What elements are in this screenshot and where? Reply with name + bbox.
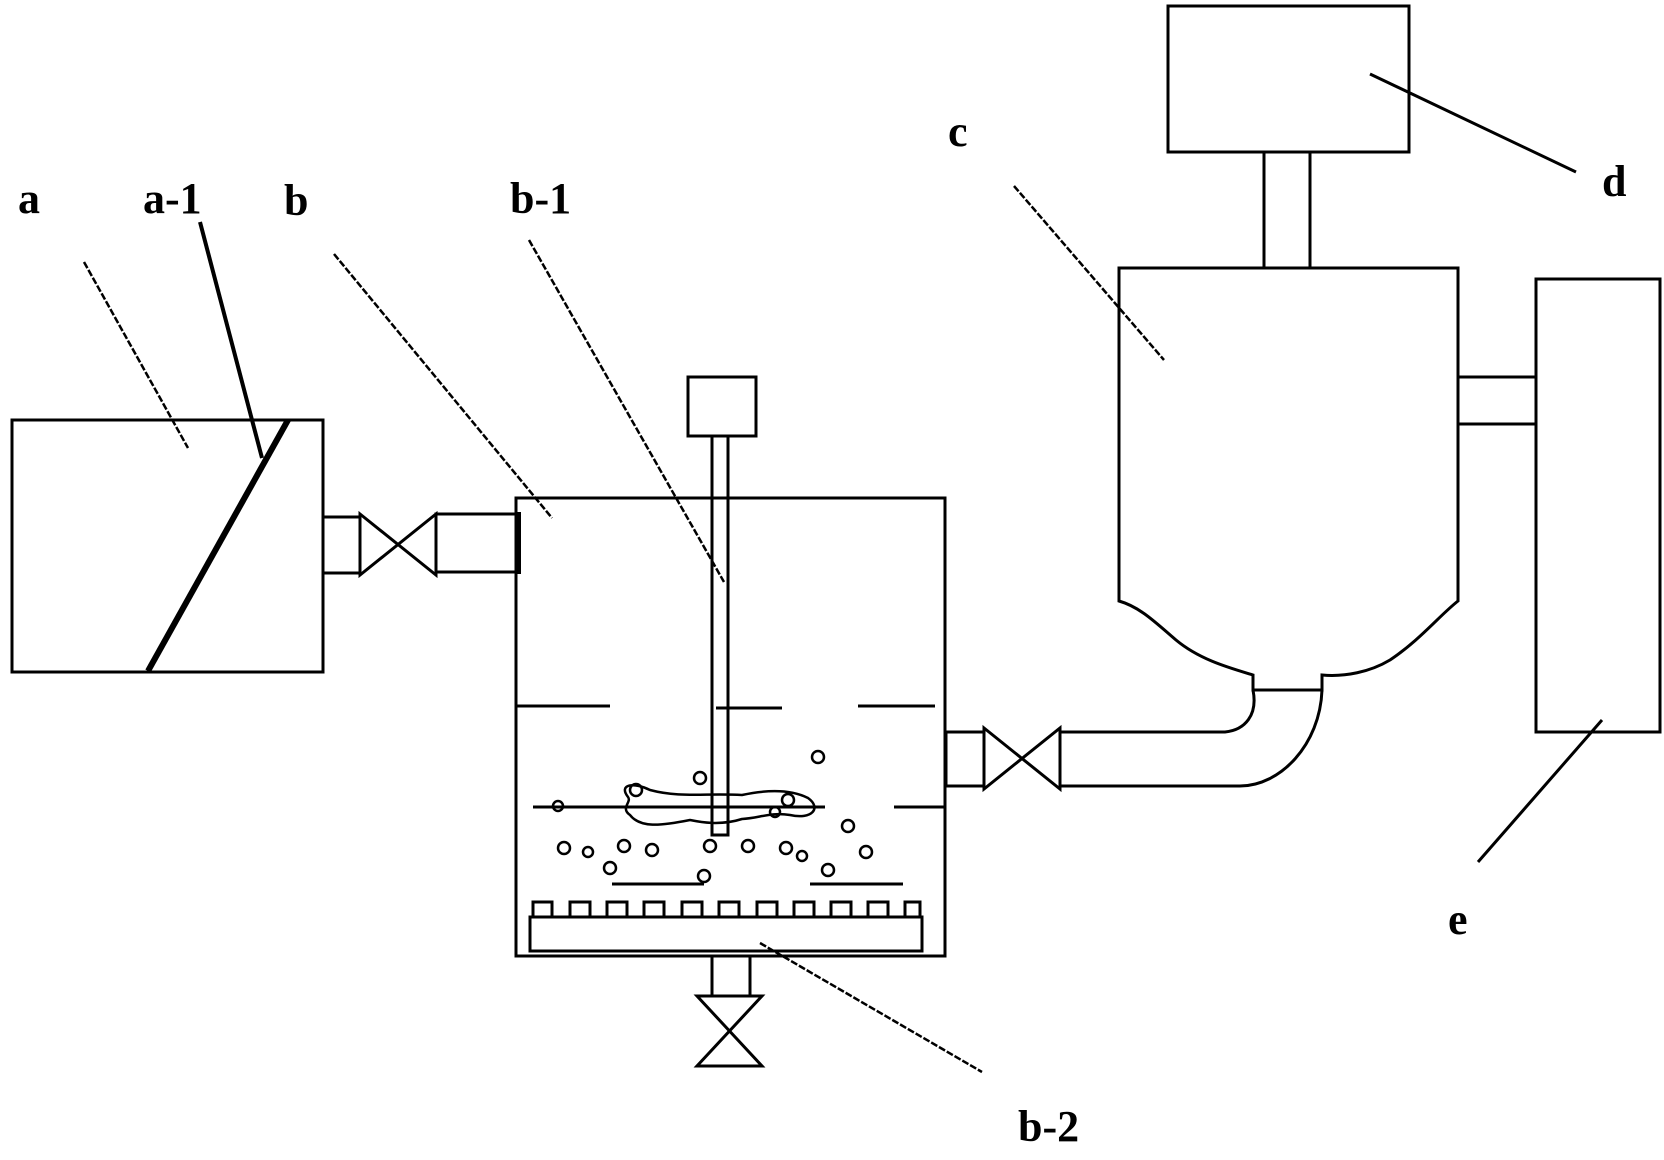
aerator-b-2 xyxy=(528,900,924,953)
bubble xyxy=(556,840,572,856)
bubble xyxy=(840,818,856,834)
bubble xyxy=(551,799,565,813)
component-d xyxy=(1166,4,1411,270)
vessel-c xyxy=(1117,266,1460,692)
label-d: d xyxy=(1602,157,1626,206)
box-d xyxy=(1166,4,1411,154)
component-a xyxy=(10,418,325,674)
tank-b xyxy=(514,496,947,958)
bubble xyxy=(628,782,644,798)
connector-d-c xyxy=(1262,150,1312,270)
bubble xyxy=(616,838,632,854)
leader-d xyxy=(1369,72,1577,174)
label-b-1: b-1 xyxy=(510,174,571,223)
leader-b-1 xyxy=(527,239,726,583)
bubble xyxy=(602,860,618,876)
bubble xyxy=(795,849,809,863)
bubble xyxy=(780,792,796,808)
pipe-stub-b-out xyxy=(944,730,986,788)
pipe-stub-b xyxy=(434,512,518,574)
pipe-a-to-b xyxy=(321,510,521,579)
valve-b-c xyxy=(982,724,1062,793)
leader-a xyxy=(82,261,190,449)
label-c: c xyxy=(948,107,968,156)
label-b: b xyxy=(284,176,308,225)
component-e xyxy=(1456,277,1662,734)
leader-b xyxy=(333,253,553,519)
bubble xyxy=(810,749,826,765)
stirrer-motor xyxy=(686,375,758,438)
pipe-b-to-c xyxy=(944,689,1324,793)
bubble xyxy=(644,842,660,858)
divider-a-1 xyxy=(145,418,291,673)
pipe-elbow xyxy=(1060,689,1324,788)
label-a: a xyxy=(18,174,40,223)
aerator-plate xyxy=(528,915,924,953)
label-a-1: a-1 xyxy=(143,174,202,223)
aerator-nozzles xyxy=(531,900,922,917)
impeller-blob xyxy=(623,784,816,826)
bubble xyxy=(740,838,756,854)
bubble xyxy=(820,862,836,878)
leader-e xyxy=(1476,719,1604,863)
leader-b-2 xyxy=(759,941,983,1074)
leader-a-1 xyxy=(198,221,264,459)
drain-valve xyxy=(693,994,766,1068)
bubbles xyxy=(551,749,874,884)
pipe-stub-a xyxy=(321,515,362,575)
bubble xyxy=(858,844,874,860)
drain-pipe xyxy=(710,954,752,998)
valve-a-b xyxy=(358,510,438,579)
leader-lines xyxy=(82,72,1604,1074)
stirrer-shaft-b-1 xyxy=(710,434,730,837)
component-b xyxy=(514,375,947,1068)
leader-c xyxy=(1013,185,1165,361)
connector-c-e xyxy=(1456,375,1538,426)
bubble xyxy=(581,845,595,859)
component-c xyxy=(1117,266,1460,692)
bubble xyxy=(768,805,782,819)
bubble xyxy=(778,840,794,856)
bubble xyxy=(702,838,718,854)
bubble xyxy=(696,868,712,884)
label-e: e xyxy=(1448,895,1468,944)
bubble xyxy=(692,770,708,786)
label-b-2: b-2 xyxy=(1018,1102,1079,1151)
box-e xyxy=(1534,277,1662,734)
